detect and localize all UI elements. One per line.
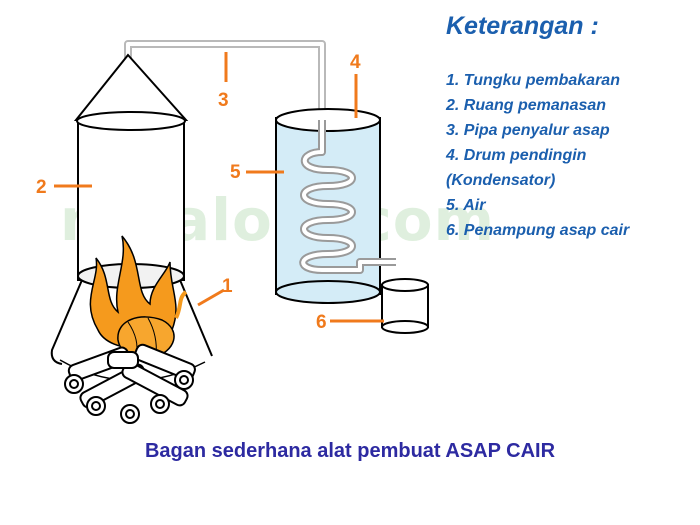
firewood — [64, 343, 196, 424]
legend-list: 1. Tungku pembakaran 2. Ruang pemanasan … — [446, 68, 691, 243]
liquid-smoke-collector — [381, 278, 429, 334]
label-5: 5 — [230, 162, 241, 183]
legend-item: 5. Air — [446, 197, 486, 214]
label-6: 6 — [316, 312, 327, 333]
legend-item: 4. Drum pendingin — [446, 147, 587, 164]
legend-item: 3. Pipa penyalur asap — [446, 122, 610, 139]
legend-item: 6. Penampung asap cair — [446, 222, 630, 239]
label-2: 2 — [36, 177, 47, 198]
diagram-caption: Bagan sederhana alat pembuat ASAP CAIR — [144, 440, 556, 462]
legend: Keterangan : 1. Tungku pembakaran 2. Rua… — [446, 12, 691, 243]
condenser-coil — [299, 120, 396, 274]
label-4: 4 — [350, 52, 361, 73]
fire-icon — [89, 235, 188, 360]
legend-item: (Kondensator) — [446, 172, 556, 189]
leader-line-1 — [197, 288, 225, 307]
legend-item: 2. Ruang pemanasan — [446, 97, 607, 114]
legend-item: 1. Tungku pembakaran — [446, 72, 620, 89]
label-1: 1 — [222, 276, 233, 297]
legend-title: Keterangan : — [446, 12, 599, 40]
leader-lines — [54, 52, 384, 323]
label-3: 3 — [218, 90, 229, 111]
